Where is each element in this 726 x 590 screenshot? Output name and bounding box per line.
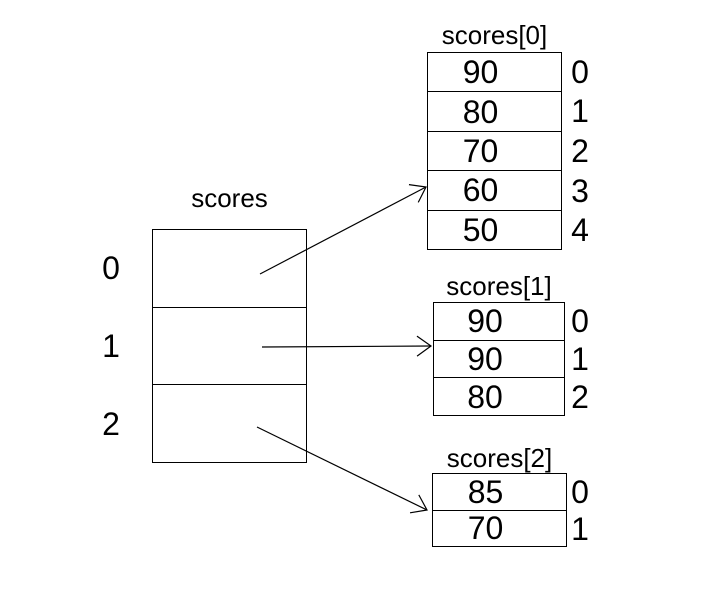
scores1-index-0: 0: [571, 303, 589, 339]
scores2-index-0: 0: [571, 473, 589, 510]
outer-index-0: 0: [102, 250, 120, 286]
scores2-index-1: 1: [571, 510, 589, 547]
scores1-title: scores[1]: [446, 271, 552, 301]
scores1-value-0: 90: [467, 303, 503, 340]
scores0-value-0: 90: [462, 54, 499, 91]
scores0-box: 90 80 70 60 50: [427, 52, 562, 250]
scores0-index-2: 2: [571, 132, 589, 169]
outer-index-2: 2: [102, 406, 120, 442]
scores2-box: 85 70: [432, 473, 567, 547]
scores0-value-3: 60: [428, 170, 561, 209]
scores0-title: scores[0]: [441, 20, 548, 50]
scores0-index-4: 4: [571, 212, 589, 249]
scores0-index-column: 0 1 2 3 4: [566, 52, 594, 250]
scores0-index-3: 3: [571, 172, 589, 209]
outer-index-1: 1: [102, 328, 120, 364]
scores2-title: scores[2]: [446, 443, 553, 473]
scores0-index-0: 0: [571, 53, 589, 90]
scores1-index-2: 2: [571, 379, 589, 415]
scores0-index-1: 1: [571, 93, 589, 130]
outer-cell-0: [153, 230, 306, 307]
scores0-value-4: 50: [428, 209, 561, 249]
scores2-value-1: 70: [433, 509, 566, 547]
scores2-value-0: 85: [467, 473, 504, 510]
scores1-value-1: 90: [434, 339, 564, 378]
scores1-index-1: 1: [571, 341, 589, 377]
outer-array-box: [152, 229, 307, 463]
scores1-index-column: 0 1 2: [566, 302, 594, 416]
scores1-box: 90 90 80: [433, 302, 565, 416]
scores0-value-1: 80: [428, 91, 561, 130]
scores0-value-2: 70: [428, 130, 561, 170]
scores1-value-2: 80: [434, 377, 564, 415]
outer-array-label: scores: [191, 183, 268, 213]
outer-array-index-column: 0 1 2: [91, 229, 131, 463]
outer-cell-2: [153, 384, 306, 462]
outer-cell-1: [153, 306, 306, 385]
scores2-index-column: 0 1: [566, 473, 594, 547]
